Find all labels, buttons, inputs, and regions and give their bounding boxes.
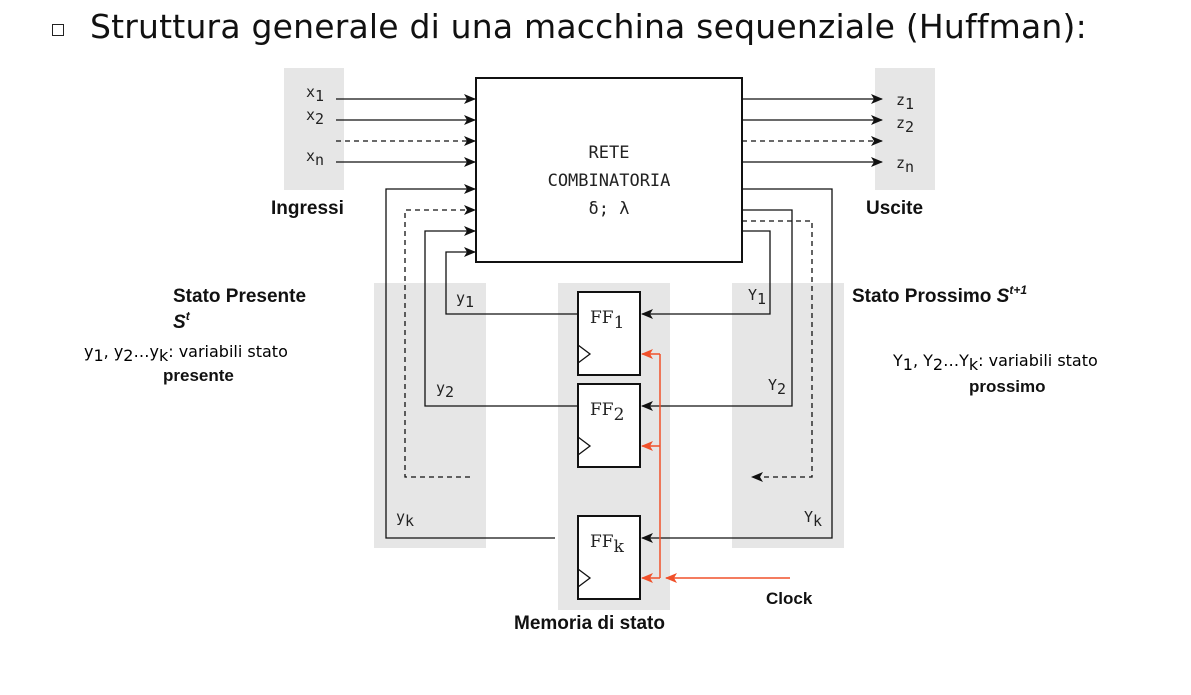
next-dashed-path	[742, 220, 813, 482]
flipflop-1: FF1	[577, 291, 641, 376]
output-z2-label: z2	[896, 114, 914, 136]
clock-label: Clock	[766, 589, 813, 608]
ff2-clock-triangle-icon	[577, 436, 592, 456]
feedback-yk-path	[385, 184, 555, 539]
input-x2-label: x2	[306, 106, 324, 128]
inputs-shade	[284, 68, 344, 190]
next-state-shade	[732, 283, 844, 548]
title-row: Struttura generale di una macchina seque…	[52, 4, 1087, 48]
comb-line2: COMBINATORIA	[548, 171, 671, 191]
feedback-dashed-path	[404, 205, 476, 478]
output-zn-label: zn	[896, 154, 914, 176]
wire-Yk-label: Yk	[804, 508, 822, 530]
next-Y1-path	[641, 230, 771, 319]
feedback-y2-path	[424, 226, 580, 407]
input-x1-label: x1	[306, 83, 324, 105]
next-Y2-path	[641, 209, 793, 411]
combinational-network-box	[475, 77, 743, 263]
ff1-label: FF1	[590, 308, 624, 333]
present-state-vars: y1, y2…yk: variabili stato	[84, 342, 288, 365]
ff2-label: FF2	[590, 400, 624, 425]
ffk-clock-triangle-icon	[577, 568, 592, 588]
comb-line1: RETE	[589, 143, 630, 163]
ffk-label: FFk	[590, 532, 625, 557]
next-Yk-path	[641, 188, 833, 543]
outputs-label: Uscite	[866, 198, 923, 219]
outputs-shade	[875, 68, 935, 190]
feedback-y1-path	[445, 247, 580, 315]
flipflop-2: FF2	[577, 383, 641, 468]
wire-yk-label: yk	[396, 508, 414, 530]
present-state-desc2: presente	[163, 366, 234, 385]
present-state-title: Stato Presente	[173, 286, 306, 307]
input-xn-label: xn	[306, 147, 324, 169]
slide-title: Struttura generale di una macchina seque…	[90, 6, 1087, 46]
wire-y1-label: y1	[456, 289, 474, 311]
flipflop-k: FFk	[577, 515, 641, 600]
ff1-clock-triangle-icon	[577, 344, 592, 364]
next-state-title: Stato Prossimo St+1	[852, 283, 1027, 307]
wire-Y1-label: Y1	[748, 286, 766, 308]
present-state-symbol: St	[173, 309, 191, 333]
output-z1-label: z1	[896, 91, 914, 113]
memory-label: Memoria di stato	[514, 613, 665, 634]
wire-y2-label: y2	[436, 379, 454, 401]
next-state-desc2: prossimo	[969, 377, 1046, 396]
bullet-square-icon	[52, 24, 64, 36]
inputs-label: Ingressi	[271, 198, 344, 219]
comb-line3: δ; λ	[589, 199, 630, 219]
next-state-vars: Y1, Y2…Yk: variabili stato	[892, 351, 1098, 374]
present-state-shade	[374, 283, 486, 548]
wire-Y2-label: Y2	[768, 376, 786, 398]
